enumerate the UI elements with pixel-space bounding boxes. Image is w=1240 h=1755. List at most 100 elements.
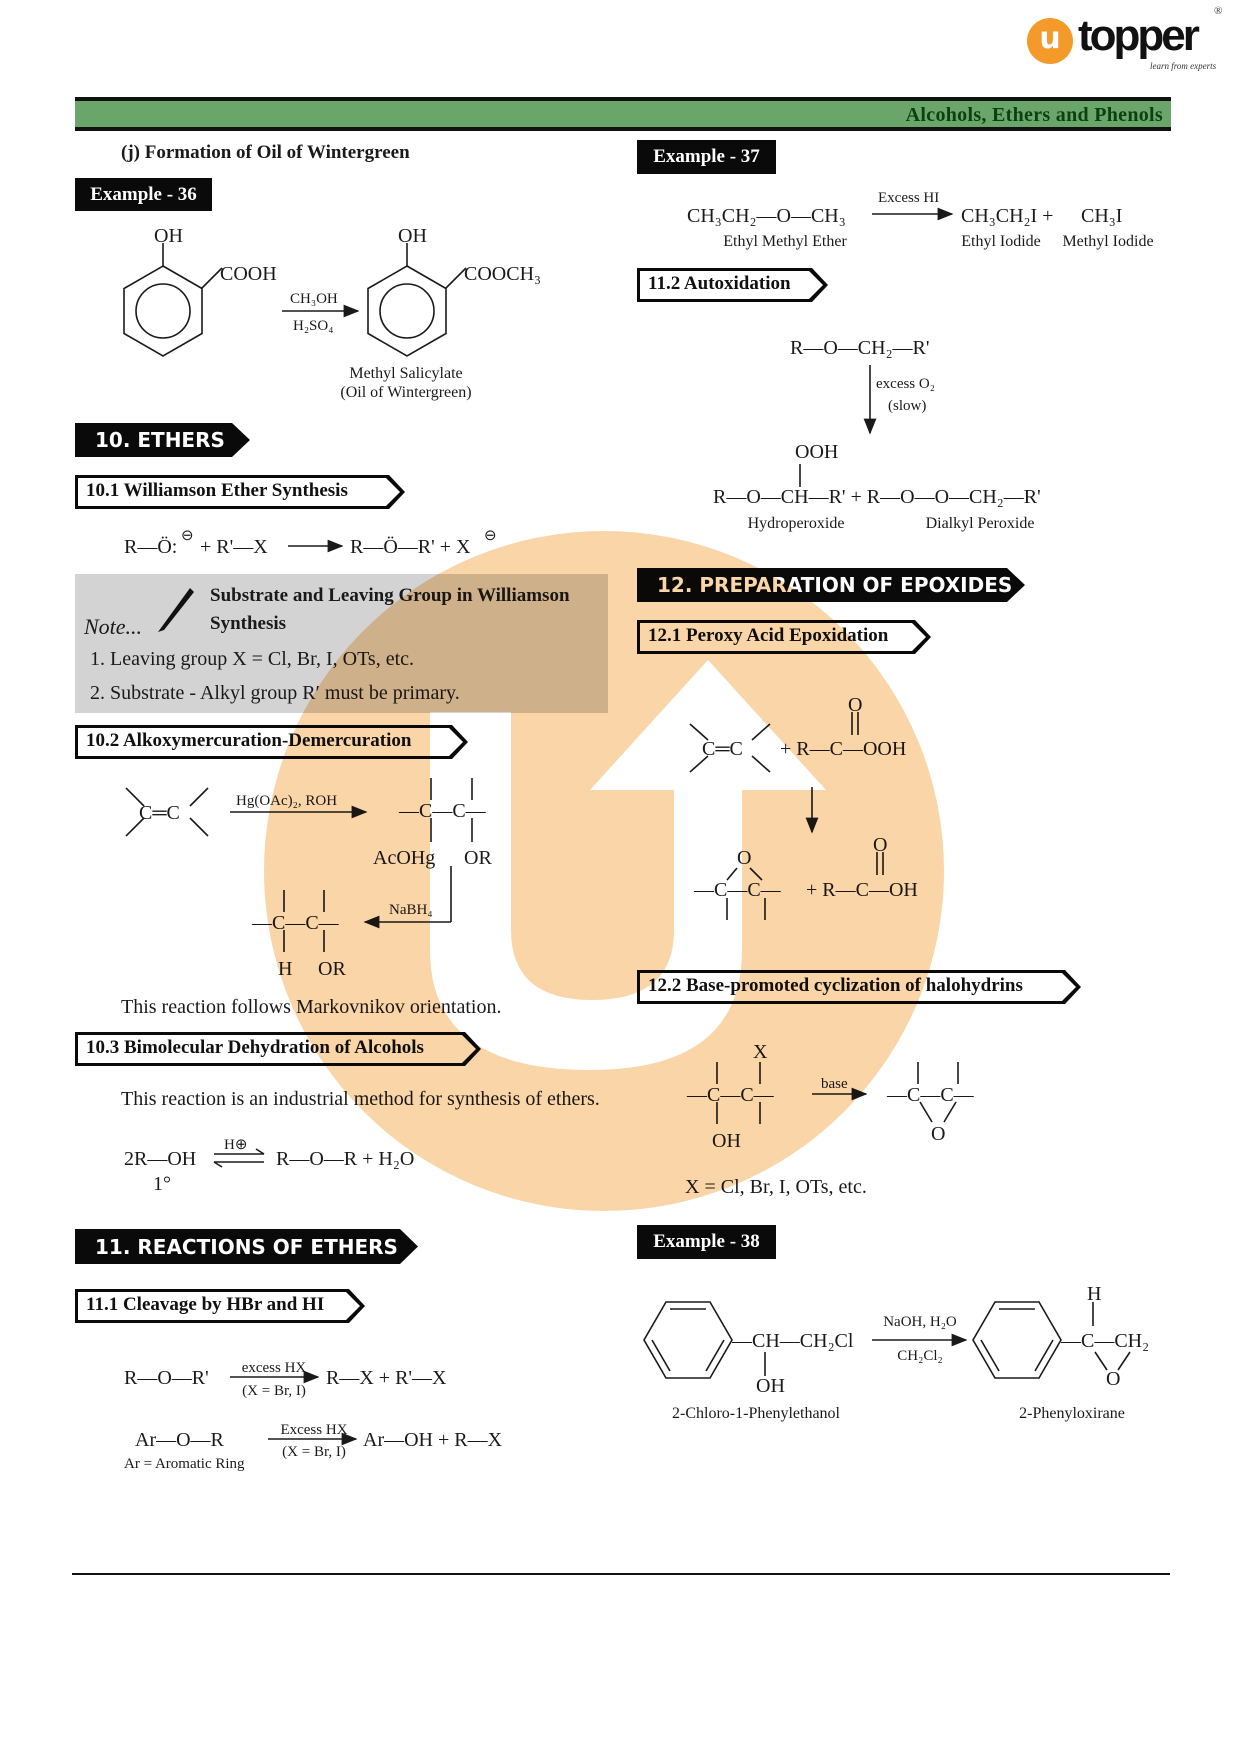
- benzene-ring: [123, 265, 203, 357]
- epoxide-o: O: [1106, 1368, 1120, 1390]
- condition-label: (slow): [888, 398, 926, 414]
- williamson-reactant: R—Ö:: [124, 535, 177, 558]
- pen-icon: [158, 588, 194, 632]
- reagent-label: NaBH₄: [389, 902, 433, 918]
- alkene: C═C: [702, 738, 743, 760]
- reagent-bottom: H₂SO₄: [293, 318, 333, 334]
- epoxide: —C—C—: [886, 1084, 975, 1106]
- oh-label: OH: [756, 1375, 785, 1397]
- substituent: OR: [318, 958, 346, 980]
- autox-products: R—O—CH—R' + R—O—O—CH₂—R': [713, 486, 1041, 508]
- reagent-label: Excess HI: [878, 190, 939, 206]
- reagent-top: CH₃OH: [290, 291, 338, 307]
- benzene-ring: [643, 1301, 733, 1379]
- catalyst: H⊕: [224, 1137, 247, 1153]
- oh-label: OH: [154, 225, 183, 247]
- wintergreen-heading: (j) Formation of Oil of Wintergreen: [121, 142, 410, 163]
- compound-name: 2-Phenyloxirane: [1019, 1405, 1125, 1422]
- ex37-product: CH₃I: [1081, 205, 1122, 227]
- cooch3-label: COOCH₃: [464, 263, 541, 285]
- substituent: OR: [464, 847, 492, 869]
- compound-name: Ethyl Iodide: [961, 233, 1041, 250]
- reagent-label: excess O₂: [876, 376, 935, 392]
- compound-name: 2-Chloro-1-Phenylethanol: [672, 1405, 841, 1422]
- halohydrin-note: X = Cl, Br, I, OTs, etc.: [685, 1176, 867, 1198]
- dehydration-product: R—O—R + H₂O: [276, 1148, 414, 1170]
- compound-name: Ethyl Methyl Ether: [723, 233, 847, 250]
- oh-label: OH: [398, 225, 427, 247]
- negative-charge-icon: ⊖: [484, 528, 497, 544]
- dehydration-remark: This reaction is an industrial method fo…: [121, 1088, 600, 1110]
- oh-label: OH: [712, 1130, 741, 1152]
- cleavage-product: Ar—OH + R—X: [363, 1429, 503, 1451]
- product: —C—C—: [251, 912, 340, 934]
- benzene-ring: [972, 1301, 1062, 1379]
- example-38-label: Example - 38: [637, 1225, 776, 1259]
- reagent-label: Excess HX: [280, 1422, 347, 1438]
- carbonyl-o: O: [873, 834, 887, 856]
- cleavage-reactant: Ar—O—R: [135, 1429, 225, 1451]
- cooh-label: COOH: [220, 263, 277, 285]
- autox-reactant: R—O—CH₂—R': [790, 337, 929, 359]
- subsection-williamson: 10.1 Williamson Ether Synthesis: [75, 475, 405, 509]
- footer-divider: [72, 1573, 1170, 1575]
- compound-name: Methyl Iodide: [1062, 233, 1153, 250]
- halohydrin: —C—C—: [686, 1084, 775, 1106]
- carboxylic-acid: + R—C—OH: [806, 879, 918, 901]
- subsection-title: 11.1 Cleavage by HBr and HI: [86, 1294, 325, 1315]
- condition-label: (X = Br, I): [242, 1383, 306, 1399]
- example-36-label: Example - 36: [75, 178, 212, 211]
- note-title: Substrate and Leaving Group in Williamso…: [210, 585, 570, 606]
- williamson-product: R—Ö—R' + X: [350, 535, 471, 558]
- registered-mark: ®: [1214, 5, 1223, 17]
- epoxide-o: O: [931, 1123, 945, 1145]
- product-alias: (Oil of Wintergreen): [340, 384, 471, 401]
- x-label: X: [753, 1041, 768, 1063]
- cleavage-reactant: R—O—R': [124, 1367, 209, 1389]
- alkene: C═C: [139, 802, 180, 824]
- note-title: Synthesis: [210, 613, 286, 634]
- chapter-header-bar: Alcohols, Ethers and Phenols: [75, 97, 1171, 131]
- note-item: 1. Leaving group X = Cl, Br, I, OTs, etc…: [90, 648, 414, 670]
- reagent-label: excess HX: [242, 1360, 307, 1376]
- brand-logo-name: topper: [1078, 11, 1200, 60]
- williamson-reagent: + R'—X: [200, 536, 268, 558]
- subsection-cleavage: 11.1 Cleavage by HBr and HI: [75, 1289, 365, 1323]
- subsection-title: 10.1 Williamson Ether Synthesis: [86, 480, 348, 501]
- note-tag: Note...: [83, 614, 142, 639]
- brand-tagline: learn from experts: [1150, 61, 1217, 71]
- ex37-product: CH₃CH₂I +: [961, 205, 1053, 227]
- dehydration-reactant: 2R—OH: [124, 1148, 196, 1170]
- reagent-label: Hg(OAc)₂, ROH: [236, 793, 337, 809]
- epoxide: —C—C—: [693, 879, 782, 901]
- substituent: AcOHg: [373, 847, 435, 869]
- subsection-title: 11.2 Autoxidation: [648, 273, 791, 294]
- ex38-chain: —CH—CH₂Cl: [731, 1330, 854, 1352]
- carbonyl-o: O: [848, 694, 862, 716]
- reagent-label: NaOH, H₂O: [883, 1314, 957, 1330]
- note-item: 2. Substrate - Alkyl group R′ must be pr…: [90, 682, 460, 704]
- reagent-label: base: [821, 1076, 848, 1092]
- ex37-reactant: CH₃CH₂—O—CH₃: [687, 205, 846, 227]
- peroxy-acid: + R—C—OOH: [780, 738, 906, 760]
- section-ethers: 10. ETHERS: [75, 423, 250, 457]
- example-37-label: Example - 37: [637, 140, 776, 174]
- subsection-autoxidation: 11.2 Autoxidation: [637, 268, 828, 302]
- cleavage-product: R—X + R'—X: [326, 1367, 447, 1389]
- brand-logo-mark: u: [1027, 18, 1073, 64]
- condition-label: (X = Br, I): [282, 1444, 346, 1460]
- compound-name: Hydroperoxide: [748, 515, 845, 532]
- section-reactions-of-ethers: 11. REACTIONS OF ETHERS: [75, 1229, 418, 1264]
- chapter-title: Alcohols, Ethers and Phenols: [905, 104, 1163, 126]
- aromatic-note: Ar = Aromatic Ring: [124, 1456, 245, 1472]
- markovnikov-remark: This reaction follows Markovnikov orient…: [121, 996, 501, 1018]
- compound-name: Dialkyl Peroxide: [926, 515, 1035, 532]
- substituent: H: [278, 958, 292, 980]
- reagent-label: CH₂Cl₂: [897, 1348, 942, 1364]
- ex38-product-chain: —C—CH₂: [1060, 1330, 1149, 1352]
- degree-label: 1°: [153, 1173, 171, 1195]
- epoxide-o: O: [737, 847, 751, 869]
- product-name: Methyl Salicylate: [349, 365, 462, 382]
- intermediate: —C—C—: [398, 800, 487, 822]
